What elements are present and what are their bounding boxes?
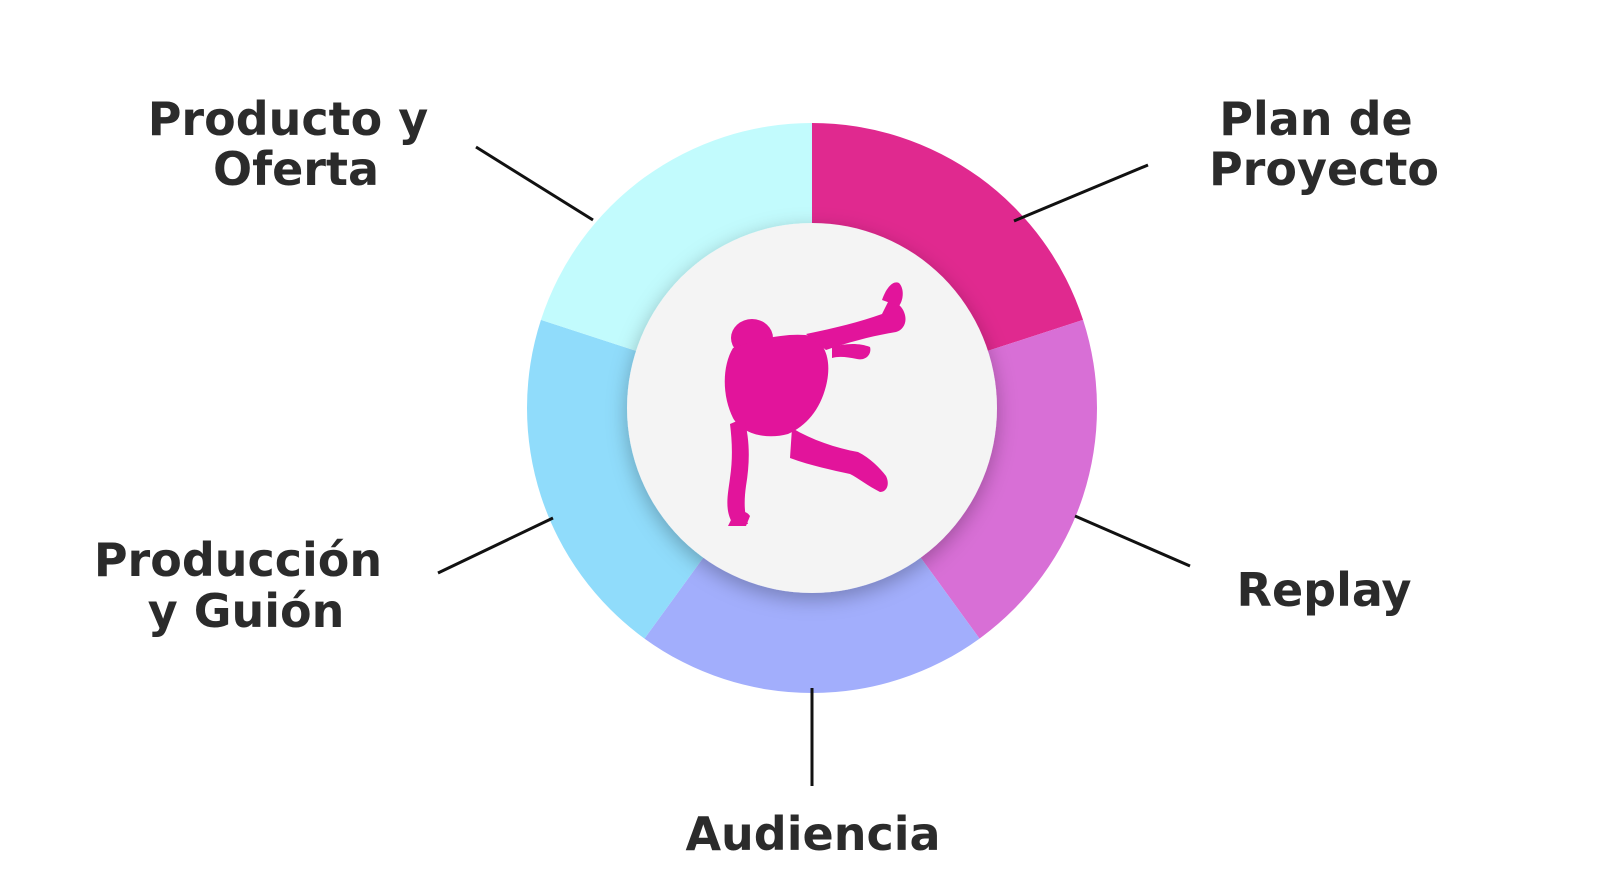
label-produccion: Producción y Guión — [94, 533, 398, 638]
label-plan-line-1: Plan de — [1219, 92, 1412, 146]
segment-produccion — [527, 319, 724, 639]
label-replay-line-1: Replay — [1237, 563, 1412, 617]
segment-plan — [812, 123, 1084, 362]
segment-replay — [900, 319, 1097, 639]
connector-producto — [475, 145, 594, 222]
label-plan: Plan de Proyecto — [1209, 92, 1439, 196]
label-produccion-line-1: Producción — [94, 533, 382, 587]
label-audiencia: Audiencia — [685, 807, 940, 861]
label-plan-line-2: Proyecto — [1209, 142, 1439, 196]
jumping-person-silhouette-icon — [724, 282, 906, 526]
label-producto-line-2: Oferta — [213, 142, 379, 196]
segment-producto — [540, 123, 812, 362]
connector-produccion — [437, 516, 554, 575]
labels: Plan de Proyecto Replay Audiencia Produc… — [94, 92, 1439, 861]
label-produccion-line-2: y Guión — [148, 584, 345, 638]
connector-replay — [1074, 514, 1191, 568]
label-replay: Replay — [1237, 563, 1412, 617]
connectors — [437, 145, 1191, 786]
label-audiencia-line-1: Audiencia — [685, 807, 940, 861]
label-producto-line-1: Producto y — [148, 92, 429, 146]
connector-plan — [1013, 163, 1149, 223]
label-producto: Producto y Oferta — [148, 92, 445, 196]
